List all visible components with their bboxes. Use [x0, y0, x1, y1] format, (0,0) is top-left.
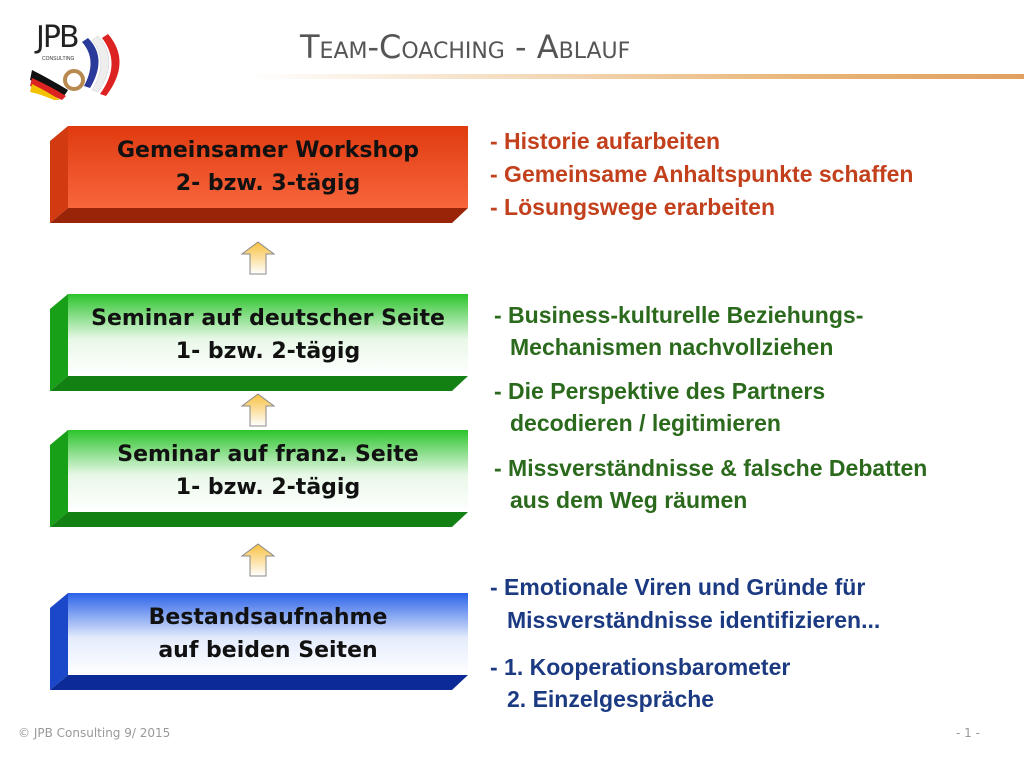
workshop-point: - Gemeinsame Anhaltspunkte schaffen: [490, 161, 914, 187]
seminar-german-duration: 1- bzw. 2-tägig: [175, 339, 361, 364]
title-underline: [250, 74, 1024, 79]
footer-copyright: © JPB Consulting 9/ 2015: [18, 726, 171, 740]
assessment-point-cont: Missverständnisse identifizieren...: [507, 607, 881, 633]
up-arrow-icon: [240, 241, 276, 275]
seminar-french-duration: 1- bzw. 2-tägig: [175, 475, 361, 500]
logo-subtext: CONSULTING: [42, 56, 75, 62]
workshop-point: - Historie aufarbeiten: [490, 128, 721, 154]
assessment-subtitle: auf beiden Seiten: [158, 638, 378, 663]
seminar-point: - Die Perspektive des Partners: [494, 378, 826, 404]
up-arrow-icon: [240, 393, 276, 427]
seminar-point: - Missverständnisse & falsche Debatten: [494, 455, 928, 481]
page-title: Team-Coaching - Ablauf: [300, 28, 631, 66]
assessment-point-cont: 2. Einzelgespräche: [507, 686, 715, 712]
workshop-duration: 2- bzw. 3-tägig: [175, 171, 361, 196]
seminar-french-title: Seminar auf franz. Seite: [117, 442, 419, 467]
logo-text: JPB: [36, 20, 80, 55]
footer-page-number: - 1 -: [956, 726, 980, 740]
seminar-point-cont: Mechanismen nachvollziehen: [510, 334, 834, 360]
up-arrow-icon: [240, 543, 276, 577]
workshop-box: Gemeinsamer Workshop 2- bzw. 3-tägig: [50, 126, 468, 224]
seminar-german-box: Seminar auf deutscher Seite 1- bzw. 2-täg…: [50, 294, 468, 392]
assessment-point: - Emotionale Viren und Gründe für: [490, 574, 866, 600]
seminar-point-cont: decodieren / legitimieren: [510, 410, 781, 436]
assessment-point: - 1. Kooperationsbarometer: [490, 654, 791, 680]
seminar-point-cont: aus dem Weg räumen: [510, 487, 748, 513]
workshop-title: Gemeinsamer Workshop: [116, 138, 420, 163]
assessment-title: Bestandsaufnahme: [148, 605, 388, 630]
workshop-point: - Lösungswege erarbeiten: [490, 194, 776, 220]
assessment-box: Bestandsaufnahme auf beiden Seiten: [50, 593, 468, 691]
seminar-point: - Business-kulturelle Beziehungs-: [494, 302, 864, 328]
jpb-logo: JPB CONSULTING: [28, 18, 138, 100]
seminar-french-box: Seminar auf franz. Seite 1- bzw. 2-tägig: [50, 430, 468, 528]
seminar-german-title: Seminar auf deutscher Seite: [91, 306, 445, 331]
